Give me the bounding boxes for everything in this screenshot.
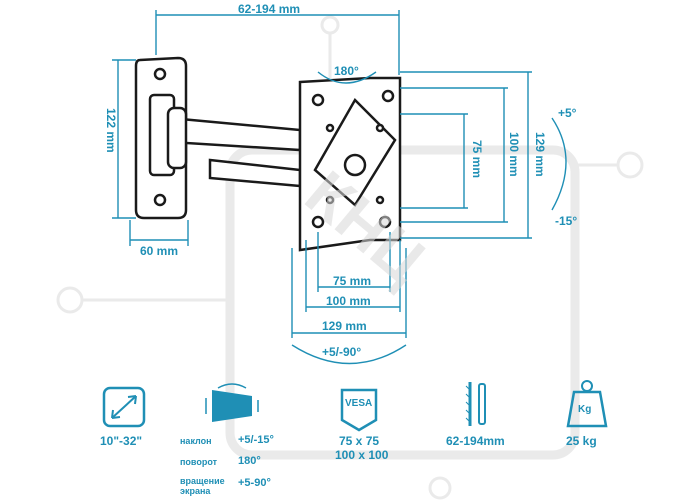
- rotation-spec-label-1: вращение: [180, 476, 225, 486]
- vesa-100-horizontal-label: 100 mm: [326, 294, 371, 308]
- tilt-swivel-icon: [205, 383, 259, 422]
- rotation-spec-value: +5-90°: [238, 477, 271, 489]
- screen-size-value: 10"-32": [100, 434, 143, 448]
- tilt-down-label: -15°: [555, 214, 578, 228]
- vesa-icon: [340, 388, 378, 432]
- swivel-label: 180°: [334, 64, 359, 78]
- vesa-75-vertical-label: 75 mm: [470, 140, 484, 179]
- weight-badge-text: Kg: [578, 404, 592, 415]
- tilt-spec-value: +5/-15°: [238, 434, 274, 446]
- rotation-label: +5/-90°: [322, 345, 362, 359]
- vesa-75-horizontal-label: 75 mm: [333, 274, 372, 288]
- rotation-spec-label-2: экрана: [180, 486, 211, 496]
- arm: [166, 106, 302, 188]
- extension-range-label: 62-194 mm: [238, 2, 301, 16]
- extension-icon: [465, 382, 486, 426]
- extension-spec-value: 62-194mm: [446, 434, 505, 448]
- weight-icon: [566, 380, 608, 428]
- wall-plate-height-label: 122 mm: [104, 108, 118, 153]
- vesa-size-2: 100 x 100: [335, 448, 389, 462]
- tilt-spec-label: наклон: [180, 436, 212, 446]
- dimension-lines: [112, 10, 567, 365]
- tilt-up-label: +5°: [558, 106, 577, 120]
- swivel-spec-value: 180°: [238, 455, 261, 467]
- load-spec-value: 25 kg: [566, 434, 597, 448]
- watermark-logo: [56, 15, 644, 500]
- swivel-spec-label: поворот: [180, 457, 218, 467]
- vesa-100-vertical-label: 100 mm: [507, 132, 521, 177]
- vesa-129-horizontal-label: 129 mm: [322, 319, 367, 333]
- vesa-129-vertical-label: 129 mm: [533, 132, 547, 177]
- screen-size-icon: [102, 386, 146, 428]
- wall-plate-width-label: 60 mm: [140, 244, 179, 258]
- wall-plate: [134, 56, 188, 220]
- vesa-plate: [298, 76, 402, 252]
- vesa-badge-text: VESA: [345, 398, 373, 409]
- vesa-size-1: 75 x 75: [339, 434, 380, 448]
